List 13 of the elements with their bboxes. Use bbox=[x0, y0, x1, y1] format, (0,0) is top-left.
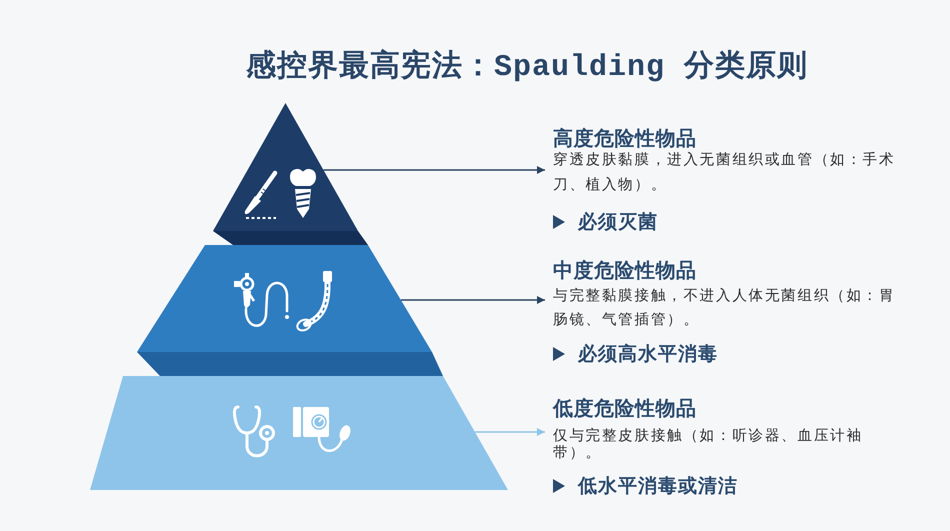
arrow bbox=[474, 428, 545, 436]
requirement-text: 必须高水平消毒 bbox=[578, 342, 718, 366]
requirement-text: 低水平消毒或清洁 bbox=[578, 474, 738, 498]
category-heading: 中度危险性物品 bbox=[553, 257, 696, 283]
description-text: 穿透皮肤黏膜，进入无菌组织或血管（如：手术刀、植入物）。 bbox=[553, 150, 896, 195]
description-text: 与完整黏膜接触，不进入人体无菌组织（如：胃肠镜、气管插管）。 bbox=[553, 286, 896, 330]
title: 感控界最高宪法：Spaulding 分类原则 bbox=[246, 46, 808, 90]
category-heading: 低度危险性物品 bbox=[553, 395, 696, 421]
requirement-text: 必须灭菌 bbox=[578, 210, 658, 234]
description-text: 仅与完整皮肤接触（如：听诊器、血压计袖带）。 bbox=[553, 428, 864, 462]
arrow bbox=[323, 166, 545, 174]
arrow bbox=[400, 296, 545, 304]
category-heading: 高度危险性物品 bbox=[553, 125, 696, 151]
